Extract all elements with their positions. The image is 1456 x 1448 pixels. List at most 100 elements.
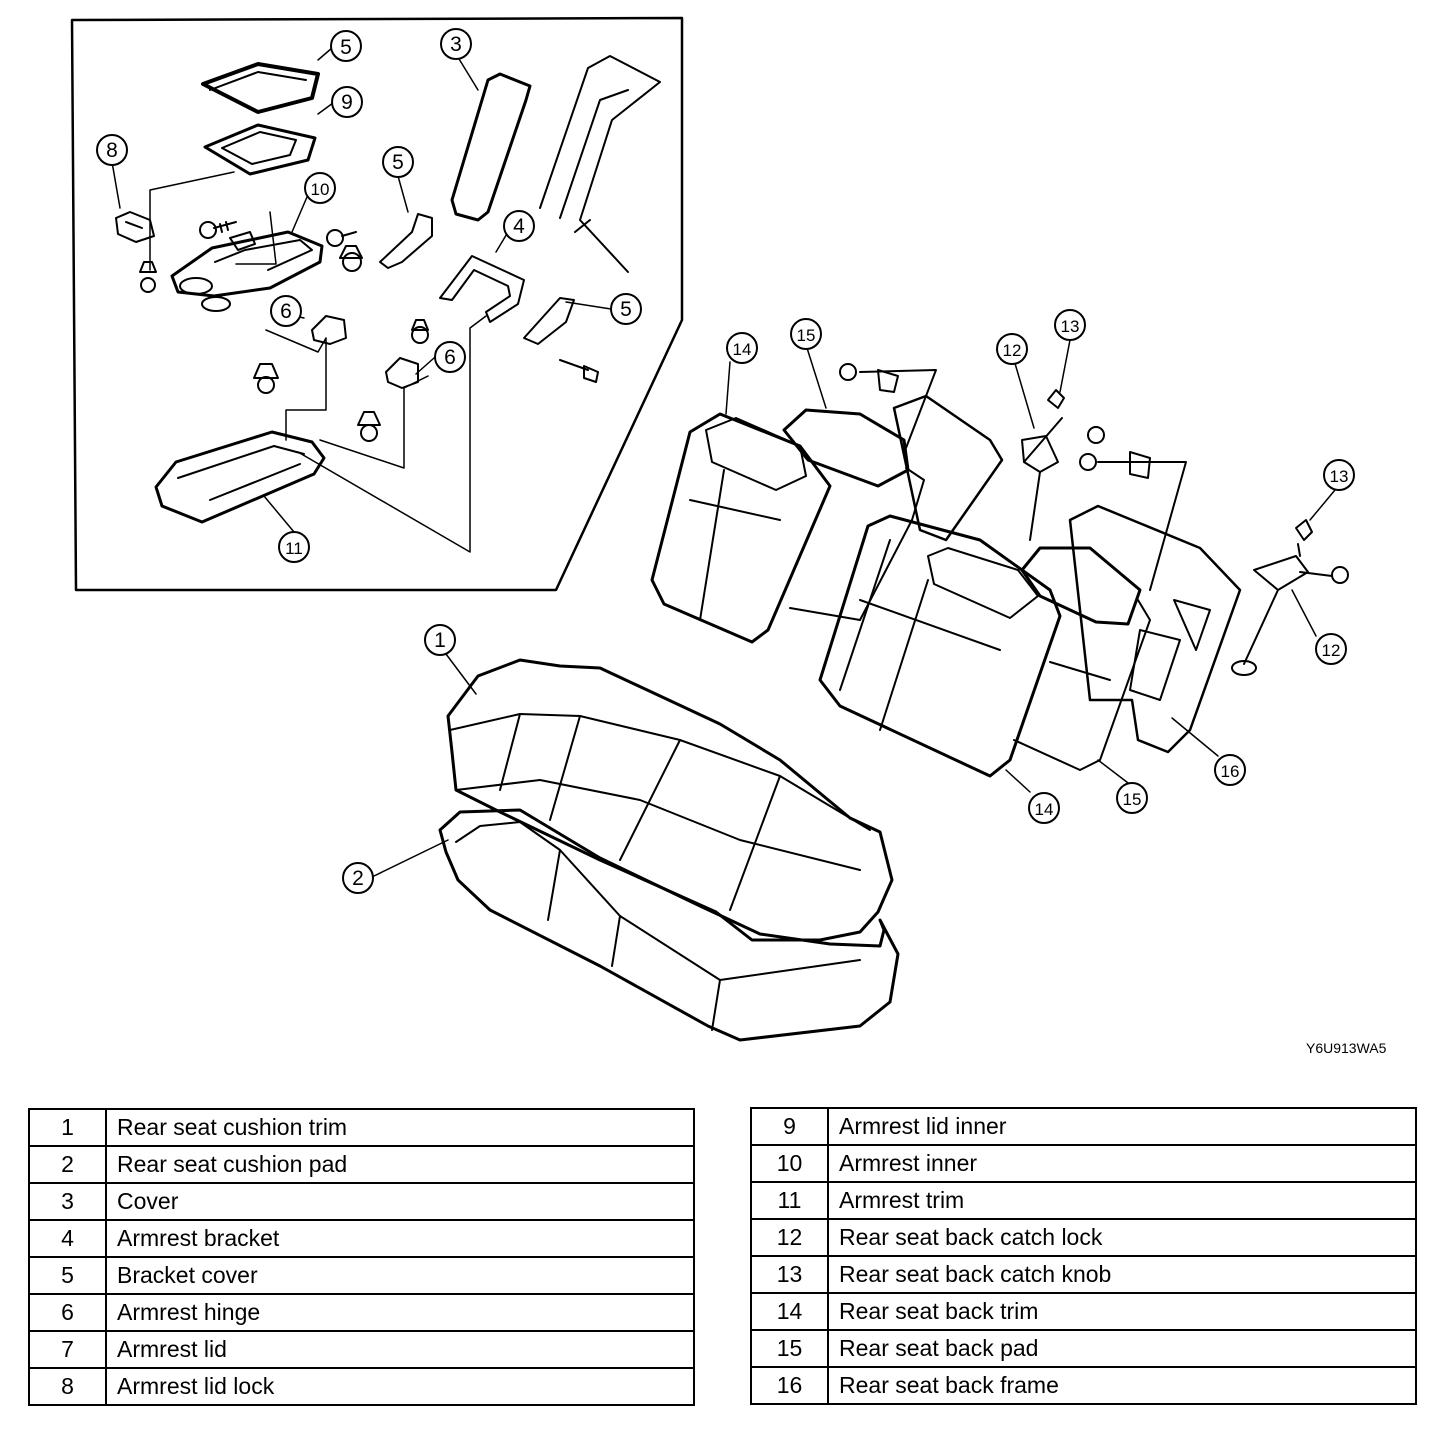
armrest-hinge-upper-drawing: [311, 315, 347, 345]
callout-7: 5: [330, 30, 362, 62]
callout-label: 6: [280, 300, 292, 323]
callout-15b: 15: [1116, 782, 1148, 814]
rear-seat-back-pad-left-drawing: [782, 408, 925, 621]
catch-lock-assemblies-drawing: [839, 363, 1349, 676]
callout-label: 9: [341, 91, 353, 114]
armrest-bolt-drawing: [559, 359, 599, 383]
callout-2: 2: [342, 862, 374, 894]
callout-16: 16: [1214, 754, 1246, 786]
armrest-hinge-lower-drawing: [385, 357, 419, 389]
callout-label: 6: [444, 346, 456, 369]
part-number: 12: [750, 1218, 829, 1257]
cover-drawing: [450, 72, 532, 222]
callout-label: 12: [1003, 341, 1022, 360]
part-number: 2: [28, 1145, 107, 1184]
part-name: Cover: [105, 1182, 695, 1221]
part-number: 8: [28, 1367, 107, 1406]
callout-label: 15: [1123, 790, 1142, 809]
armrest-lid-drawing: [201, 62, 320, 114]
part-number: 16: [750, 1366, 829, 1405]
callout-label: 5: [620, 298, 632, 321]
rear-seat-cushion-trim-drawing: [446, 658, 894, 942]
inset-seatback-outline: [539, 55, 661, 273]
part-name: Armrest inner: [827, 1144, 1417, 1183]
part-number: 15: [750, 1329, 829, 1368]
callout-15a: 15: [790, 318, 822, 350]
callout-label: 8: [106, 139, 118, 162]
callout-label: 14: [733, 340, 752, 359]
callout-1: 1: [424, 624, 456, 656]
callout-12b: 12: [1315, 633, 1347, 665]
callout-label: 10: [311, 180, 330, 199]
callout-10: 10: [304, 172, 336, 204]
rear-seat-back-trim-left-drawing: [650, 412, 832, 644]
callout-8: 8: [96, 134, 128, 166]
part-number: 14: [750, 1292, 829, 1331]
inset-assembly-lines: [149, 171, 487, 553]
part-number: 4: [28, 1219, 107, 1258]
callout-label: 5: [392, 151, 404, 174]
callout-13a: 13: [1054, 309, 1086, 341]
callout-label: 11: [285, 539, 303, 558]
rear-seat-back-frame-drawing: [892, 394, 1242, 754]
callout-6b: 6: [434, 341, 466, 373]
bracket-cover-upper-drawing: [379, 213, 433, 269]
part-name: Bracket cover: [105, 1256, 695, 1295]
armrest-bracket-drawing: [439, 255, 525, 323]
callout-label: 1: [434, 629, 446, 652]
callout-12a: 12: [996, 333, 1028, 365]
callout-label: 14: [1035, 800, 1054, 819]
part-name: Armrest lid inner: [827, 1107, 1417, 1146]
armrest-lid-lock-drawing: [115, 211, 155, 243]
screw-set-inset: [139, 221, 429, 442]
part-name: Rear seat back trim: [827, 1292, 1417, 1331]
armrest-inner-drawing: [170, 230, 324, 312]
callout-label: 16: [1221, 762, 1240, 781]
part-name: Rear seat back catch lock: [827, 1218, 1417, 1257]
part-name: Armrest lid lock: [105, 1367, 695, 1406]
callout-3: 3: [440, 28, 472, 60]
armrest-inset-frame: [70, 16, 684, 592]
callout-13b: 13: [1323, 459, 1355, 491]
callout-label: 2: [352, 867, 364, 890]
callout-11: 11: [278, 531, 310, 563]
callout-7-label: 5: [340, 36, 352, 59]
part-number: 6: [28, 1293, 107, 1332]
part-name: Armrest bracket: [105, 1219, 695, 1258]
part-name: Armrest trim: [827, 1181, 1417, 1220]
callout-label: 3: [450, 33, 462, 56]
rear-seat-back-pad-center-drawing: [1013, 546, 1151, 771]
reference-code: Y6U913WA5: [1306, 1040, 1387, 1056]
part-number: 13: [750, 1255, 829, 1294]
callout-label: 13: [1061, 317, 1080, 336]
part-name: Rear seat cushion pad: [105, 1145, 695, 1184]
part-number: 10: [750, 1144, 829, 1183]
part-name: Rear seat back frame: [827, 1366, 1417, 1405]
callout-5b: 5: [610, 293, 642, 325]
part-name: Armrest lid: [105, 1330, 695, 1369]
callout-label: 4: [513, 215, 525, 238]
armrest-lid-inner-drawing: [203, 123, 317, 176]
part-number: 9: [750, 1107, 829, 1146]
part-number: 5: [28, 1256, 107, 1295]
part-name: Rear seat back catch knob: [827, 1255, 1417, 1294]
rear-seat-back-trim-center-drawing: [818, 514, 1062, 778]
callout-label: 12: [1322, 641, 1341, 660]
callout-6a: 6: [270, 295, 302, 327]
